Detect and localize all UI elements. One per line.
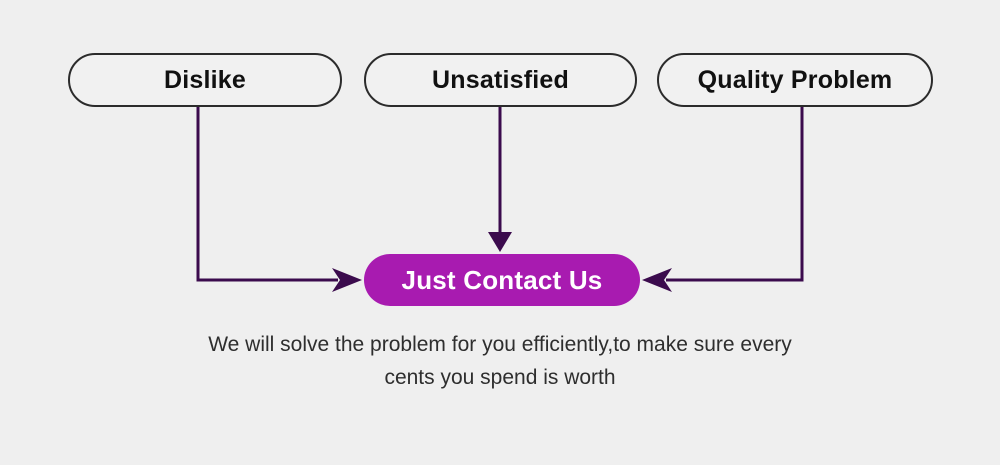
connector-unsatisfied-to-cta [488, 104, 512, 252]
reason-pill-label: Dislike [163, 65, 246, 94]
contact-us-button-label: Just Contact Us [401, 264, 603, 295]
reason-pill-label: Quality Problem [697, 65, 893, 94]
arrow-left-icon [642, 268, 672, 292]
reason-pill-quality-problem[interactable]: Quality Problem [657, 53, 933, 107]
reason-pill-label: Unsatisfied [432, 65, 569, 94]
connector-quality-to-cta [642, 104, 804, 292]
caption-line-2: cents you spend is worth [384, 366, 616, 389]
reason-pill-unsatisfied[interactable]: Unsatisfied [364, 53, 637, 107]
connector-dislike-to-cta [196, 104, 362, 292]
caption-line-1: We will solve the problem for you effici… [208, 333, 792, 356]
arrow-right-icon [332, 268, 362, 292]
contact-us-button[interactable]: Just Contact Us [364, 254, 640, 306]
caption-text: We will solve the problem for you effici… [150, 328, 850, 394]
reason-pill-dislike[interactable]: Dislike [68, 53, 342, 107]
arrow-down-icon [488, 232, 512, 252]
